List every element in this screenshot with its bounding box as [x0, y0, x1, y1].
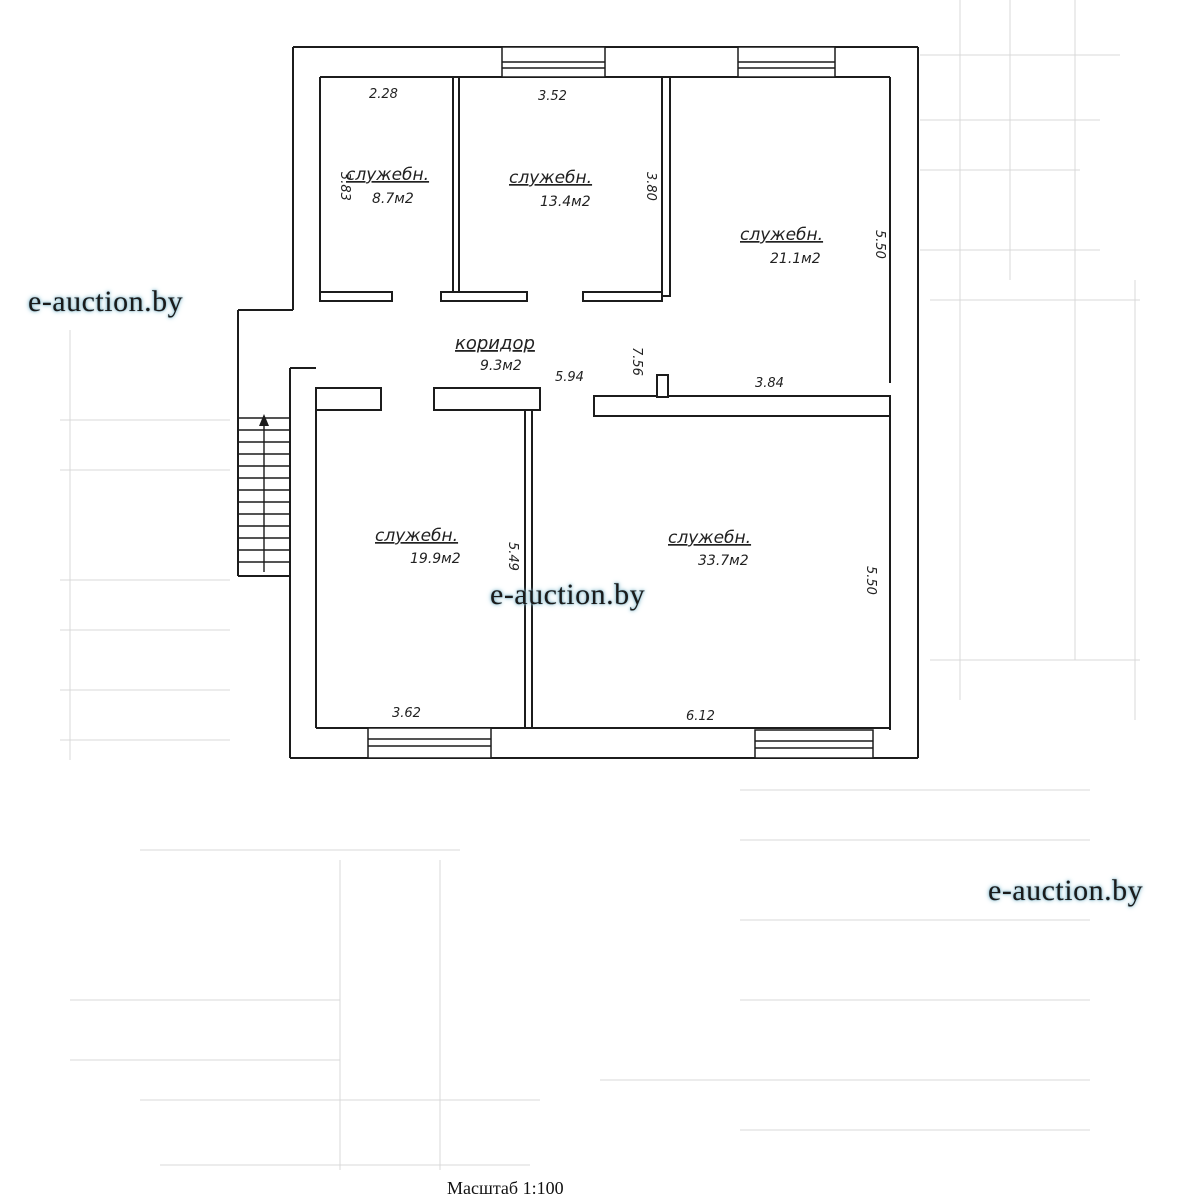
- dimension-label: 6.12: [686, 709, 715, 724]
- room-name: служебн.: [346, 165, 429, 185]
- room-labels: служебн. 8.7м2 служебн. 13.4м2 служебн. …: [346, 165, 823, 569]
- scale-label: Масштаб 1:100: [447, 1178, 564, 1198]
- room-name: служебн.: [375, 526, 458, 546]
- room-area: 19.9м2: [410, 551, 461, 567]
- room-area: 9.3м2: [480, 358, 522, 374]
- dimension-label: 3.52: [538, 89, 567, 104]
- dimension-label: 7.56: [629, 347, 644, 376]
- dimension-label: 5.94: [555, 370, 584, 385]
- windows: [367, 46, 874, 759]
- room-area: 21.1м2: [770, 251, 821, 267]
- room-area: 33.7м2: [698, 553, 749, 569]
- room-name: служебн.: [740, 225, 823, 245]
- room-name: служебн.: [668, 528, 751, 548]
- dimension-label: 5.50: [872, 230, 887, 259]
- room-area: 13.4м2: [540, 194, 591, 210]
- dimension-label: 3.62: [392, 706, 421, 721]
- dimension-label: 2.28: [369, 87, 398, 102]
- dimension-label: 5.49: [505, 542, 520, 571]
- dimension-label: 3.80: [643, 172, 658, 201]
- staircase: [238, 417, 290, 572]
- dimension-label: 5.50: [863, 566, 878, 595]
- dimension-label: 3.83: [337, 172, 352, 201]
- room-name: служебн.: [509, 168, 592, 188]
- background-ghost-lines: [60, 0, 1140, 1170]
- room-name: коридор: [455, 333, 535, 354]
- dimension-labels: 2.28 3.52 3.83 3.80 5.50 7.56 5.94 3.84 …: [337, 87, 887, 724]
- watermark: e-auction.by: [490, 578, 646, 611]
- stair-arrow-icon: [259, 414, 269, 426]
- watermark: e-auction.by: [28, 285, 184, 318]
- room-area: 8.7м2: [372, 191, 414, 207]
- watermark: e-auction.by: [988, 874, 1144, 907]
- dimension-label: 3.84: [755, 376, 784, 391]
- interior-walls: [315, 76, 891, 729]
